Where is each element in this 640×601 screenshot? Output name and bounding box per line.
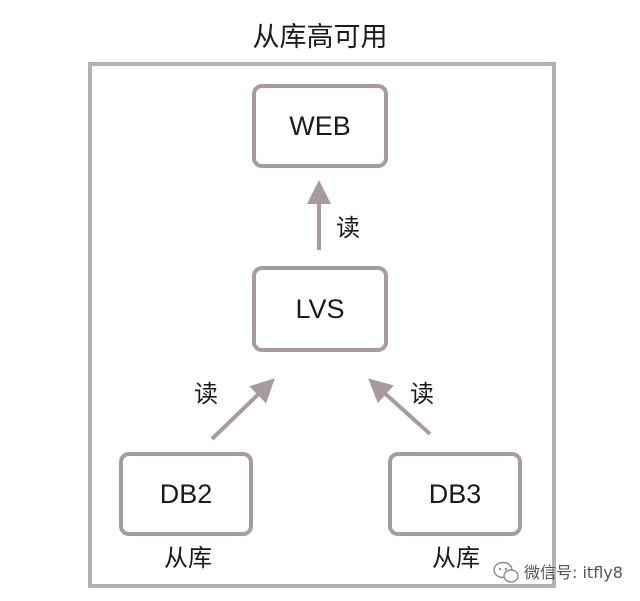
edge-db3-to-lvs: 读 (368, 378, 434, 436)
db3-node-caption: 从库 (432, 544, 480, 572)
outer-container (88, 62, 556, 588)
web-node-label: WEB (289, 111, 351, 141)
edge-db3-to-lvs-label: 读 (410, 380, 434, 408)
watermark: 微信号: itfly8 (493, 561, 623, 583)
diagram-title: 从库高可用 (253, 22, 388, 53)
edge-db2-to-lvs: 读 (194, 378, 275, 441)
db3-node-label: DB3 (429, 479, 482, 509)
db2-node-box (119, 452, 253, 536)
lvs-node-label: LVS (295, 294, 344, 324)
edge-db3-to-lvs-arrow (368, 378, 432, 436)
web-node: WEB (252, 84, 388, 168)
db2-node-label: DB2 (160, 479, 213, 509)
wechat-icon (493, 561, 519, 583)
lvs-node: LVS (252, 266, 388, 352)
db2-node: DB2 从库 (119, 452, 253, 572)
edge-lvs-to-web: 读 (307, 180, 360, 250)
edge-db2-to-lvs-label: 读 (194, 380, 218, 408)
web-node-box (252, 84, 388, 168)
edge-lvs-to-web-label: 读 (336, 214, 360, 242)
db3-node: DB3 从库 (388, 452, 522, 572)
db2-node-caption: 从库 (164, 544, 212, 572)
edge-db2-to-lvs-arrow (210, 378, 275, 441)
watermark-text: 微信号: itfly8 (524, 563, 623, 582)
db3-node-box (388, 452, 522, 536)
lvs-node-box (252, 266, 388, 352)
